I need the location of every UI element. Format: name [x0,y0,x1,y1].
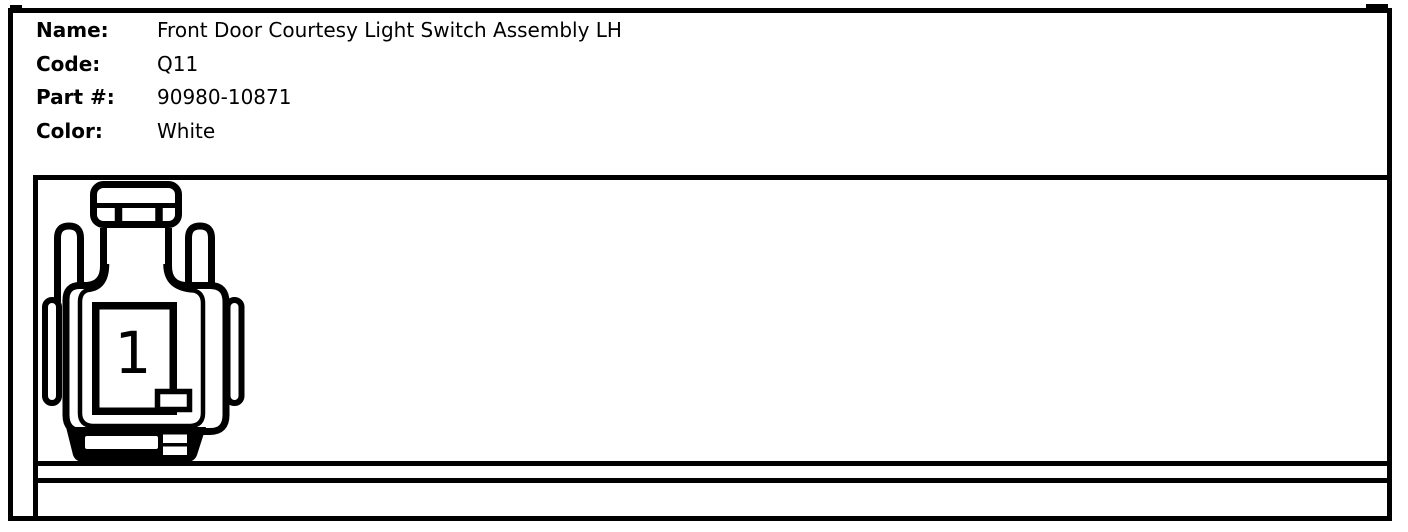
left-wing [42,297,62,406]
pin-1-label: 1 [115,319,152,387]
info-row-name: Name: Front Door Courtesy Light Switch A… [36,14,622,48]
page-border: Name: Front Door Courtesy Light Switch A… [8,8,1392,521]
scan-artifact-top-left [10,5,22,9]
info-row-color: Color: White [36,115,622,149]
info-row-code: Code: Q11 [36,48,622,82]
housing-inner-outline [77,263,206,429]
connector-table: 1 [33,175,1387,516]
code-value: Q11 [157,51,199,76]
name-value: Front Door Courtesy Light Switch Assembl… [157,18,622,42]
part-number-label: Part #: [36,85,115,109]
code-label: Code: [36,51,101,76]
right-latch-prong [185,222,215,290]
right-wing [224,297,245,406]
name-label: Name: [36,18,109,42]
part-info-header: Name: Front Door Courtesy Light Switch A… [13,13,622,148]
color-label: Color: [36,118,103,143]
color-value: White [157,118,216,143]
base-cell-lower [163,446,187,455]
info-row-part-number: Part #: 90980-10871 [36,81,622,115]
empty-pin-row [38,478,1387,516]
part-number-value: 90980-10871 [157,85,292,109]
base-cell-upper [163,434,187,443]
base-slot [85,436,158,449]
connector-diagram-cell: 1 [38,175,1387,466]
scan-artifact-top-right [1366,4,1388,9]
cavity-index-notch [154,388,193,413]
single-cavity-connector-front-view-icon: 1 [42,181,245,462]
